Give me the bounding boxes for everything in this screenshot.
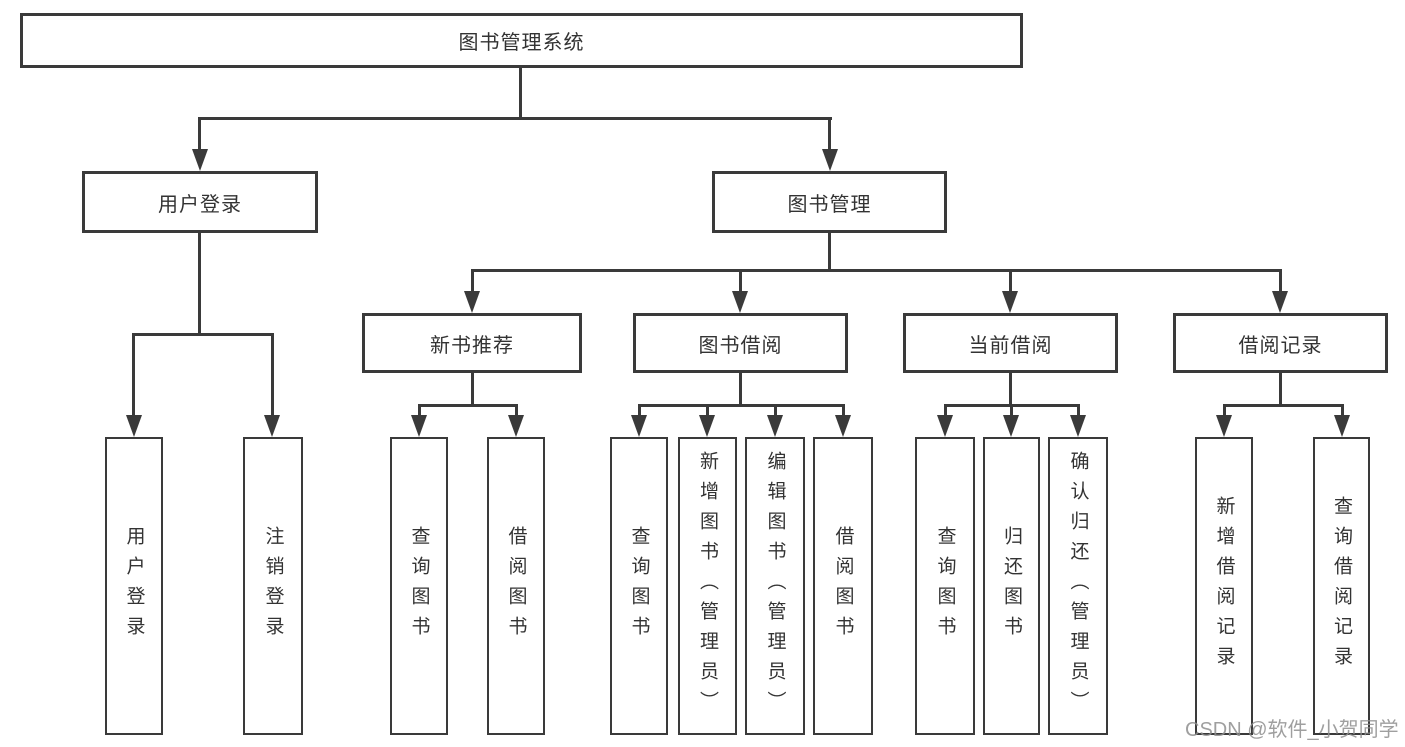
leaf-user-login: 用户登录 — [105, 437, 163, 735]
leaf-add-books-admin: 新增图书（管理员） — [678, 437, 737, 735]
connector-line — [1223, 404, 1226, 417]
leaf-add-borrow-record: 新增借阅记录 — [1195, 437, 1253, 735]
connector-line — [1010, 404, 1013, 417]
leaf-query-books-current: 查询图书 — [915, 437, 975, 735]
connector-line — [515, 404, 518, 417]
arrow-down-icon — [1216, 415, 1232, 437]
connector-line — [1279, 269, 1282, 293]
connector-line — [1077, 404, 1080, 417]
connector-line — [739, 371, 742, 407]
leaf-label: 用户登录 — [123, 526, 145, 646]
connector-line — [842, 404, 845, 417]
leaf-return-books: 归还图书 — [983, 437, 1040, 735]
connector-line — [418, 404, 421, 417]
leaf-label: 查询图书 — [934, 526, 956, 646]
node-label: 新书推荐 — [430, 334, 514, 357]
node-borrowing-records: 借阅记录 — [1173, 313, 1388, 373]
leaf-label: 编辑图书（管理员） — [764, 451, 786, 721]
csdn-watermark: CSDN @软件_小贺同学 — [1185, 719, 1399, 741]
connector-line — [198, 231, 201, 336]
connector-line — [1279, 371, 1282, 407]
node-current-borrowing: 当前借阅 — [903, 313, 1118, 373]
arrow-down-icon — [411, 415, 427, 437]
node-library-management-system: 图书管理系统 — [20, 13, 1023, 68]
arrow-down-icon — [264, 415, 280, 437]
arrow-down-icon — [508, 415, 524, 437]
node-label: 图书管理 — [787, 193, 872, 216]
leaf-label: 归还图书 — [1001, 526, 1022, 646]
connector-line — [1223, 404, 1344, 407]
node-label: 借阅记录 — [1238, 334, 1323, 357]
arrow-down-icon — [1002, 291, 1018, 313]
arrow-down-icon — [464, 291, 480, 313]
leaf-query-borrow-record: 查询借阅记录 — [1313, 437, 1370, 735]
arrow-down-icon — [631, 415, 647, 437]
node-label: 图书管理系统 — [458, 32, 585, 54]
arrow-down-icon — [699, 415, 715, 437]
arrow-down-icon — [1334, 415, 1350, 437]
connector-line — [638, 404, 641, 417]
arrow-down-icon — [732, 291, 748, 313]
leaf-borrow-books-recommend: 借阅图书 — [487, 437, 545, 735]
connector-line — [774, 404, 777, 417]
connector-line — [471, 269, 474, 293]
leaf-label: 借阅图书 — [832, 526, 854, 646]
arrow-down-icon — [822, 149, 838, 171]
leaf-label: 查询图书 — [628, 526, 650, 646]
connector-line — [418, 404, 518, 407]
leaf-label: 新增借阅记录 — [1213, 496, 1235, 676]
connector-line — [1009, 371, 1012, 407]
connector-line — [1341, 404, 1344, 417]
connector-line — [638, 404, 845, 407]
connector-line — [828, 231, 831, 272]
connector-line — [828, 117, 831, 151]
connector-line — [198, 117, 201, 151]
leaf-label: 查询图书 — [408, 526, 430, 646]
arrow-down-icon — [192, 149, 208, 171]
leaf-confirm-return-admin: 确认归还（管理员） — [1048, 437, 1108, 735]
connector-line — [198, 117, 832, 120]
arrow-down-icon — [937, 415, 953, 437]
node-book-borrowing: 图书借阅 — [633, 313, 848, 373]
leaf-borrow-books: 借阅图书 — [813, 437, 873, 735]
connector-line — [132, 333, 274, 336]
connector-line — [944, 404, 947, 417]
node-book-management: 图书管理 — [712, 171, 947, 233]
node-label: 用户登录 — [158, 193, 242, 216]
node-new-book-recommendation: 新书推荐 — [362, 313, 582, 373]
leaf-edit-books-admin: 编辑图书（管理员） — [745, 437, 805, 735]
arrow-down-icon — [1003, 415, 1019, 437]
connector-line — [739, 269, 742, 293]
arrow-down-icon — [1272, 291, 1288, 313]
leaf-label: 新增图书（管理员） — [697, 451, 718, 721]
leaf-label: 借阅图书 — [505, 526, 527, 646]
connector-line — [271, 333, 274, 417]
leaf-query-books-recommend: 查询图书 — [390, 437, 448, 735]
connector-line — [132, 333, 135, 417]
arrow-down-icon — [835, 415, 851, 437]
arrow-down-icon — [1070, 415, 1086, 437]
connector-line — [706, 404, 709, 417]
node-label: 图书借阅 — [698, 334, 783, 357]
leaf-logout: 注销登录 — [243, 437, 303, 735]
leaf-query-books-borrowing: 查询图书 — [610, 437, 668, 735]
connector-line — [471, 269, 1282, 272]
connector-line — [519, 66, 522, 119]
connector-line — [471, 371, 474, 407]
leaf-label: 查询借阅记录 — [1331, 496, 1352, 676]
arrow-down-icon — [767, 415, 783, 437]
leaf-label: 注销登录 — [262, 526, 284, 646]
node-label: 当前借阅 — [968, 334, 1053, 357]
leaf-label: 确认归还（管理员） — [1067, 451, 1089, 721]
connector-line — [1009, 269, 1012, 293]
node-user-login: 用户登录 — [82, 171, 318, 233]
arrow-down-icon — [126, 415, 142, 437]
